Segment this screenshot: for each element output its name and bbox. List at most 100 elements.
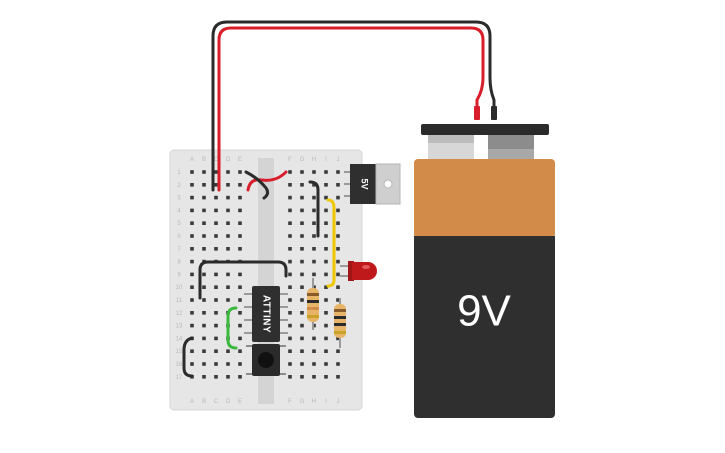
row-number: 14 — [176, 336, 183, 342]
breadboard-hole — [312, 247, 316, 251]
breadboard-hole — [202, 298, 206, 302]
breadboard-hole — [190, 208, 194, 213]
breadboard-hole — [312, 362, 316, 366]
breadboard-hole — [336, 259, 340, 264]
breadboard-hole — [214, 221, 218, 225]
row-number: 8 — [177, 260, 181, 266]
column-letter: E — [238, 399, 242, 405]
breadboard-hole — [238, 311, 242, 315]
breadboard-hole — [312, 221, 316, 225]
breadboard-hole — [238, 183, 242, 187]
jumper-wire-green — [226, 306, 238, 350]
push-button — [246, 344, 286, 376]
breadboard-hole — [336, 285, 340, 289]
row-number: 16 — [176, 362, 183, 368]
breadboard-hole — [214, 323, 218, 328]
breadboard-hole — [312, 170, 316, 174]
jumper-wire-black-regulator — [308, 180, 320, 238]
breadboard-hole — [324, 323, 328, 328]
breadboard-hole — [300, 259, 304, 264]
resistor-1 — [307, 278, 319, 330]
breadboard-hole — [226, 221, 230, 225]
battery-cap — [414, 159, 555, 238]
row-number: 13 — [176, 324, 183, 330]
chip-pins — [244, 293, 288, 334]
column-letter: C — [214, 399, 219, 405]
breadboard-hole — [202, 183, 206, 187]
column-letter: A — [190, 157, 194, 163]
breadboard-hole — [324, 208, 328, 213]
row-number: 1 — [177, 170, 181, 176]
row-number: 11 — [176, 298, 183, 304]
breadboard-hole — [214, 362, 218, 366]
breadboard-hole — [336, 234, 340, 238]
column-letter: H — [312, 399, 316, 405]
breadboard-hole — [190, 285, 194, 289]
breadboard-hole — [202, 195, 206, 200]
breadboard-hole — [202, 336, 206, 341]
breadboard-hole — [300, 349, 304, 353]
breadboard-hole — [214, 336, 218, 341]
breadboard-hole — [324, 362, 328, 366]
breadboard-hole — [238, 349, 242, 353]
breadboard-hole — [226, 183, 230, 187]
breadboard-hole — [312, 208, 316, 213]
breadboard-hole — [324, 183, 328, 187]
breadboard-hole — [238, 298, 242, 302]
regulator-body — [350, 164, 376, 204]
breadboard-hole — [300, 323, 304, 328]
breadboard-hole — [238, 362, 242, 366]
breadboard-hole — [190, 221, 194, 225]
battery-clip-leads — [474, 106, 497, 120]
jumper-wire-yellow — [326, 198, 336, 288]
breadboard-hole — [336, 208, 340, 213]
row-number: 7 — [177, 247, 181, 253]
breadboard-hole — [288, 183, 292, 187]
breadboard-hole — [288, 323, 292, 328]
breadboard-hole — [312, 234, 316, 238]
breadboard-hole — [214, 195, 218, 200]
breadboard-hole — [226, 195, 230, 200]
row-number: 3 — [177, 196, 181, 202]
breadboard-hole — [300, 375, 304, 379]
breadboard-hole — [324, 170, 328, 174]
battery-label: 9V — [457, 287, 511, 336]
breadboard-hole — [238, 323, 242, 328]
breadboard-hole — [226, 247, 230, 251]
column-letter: A — [190, 399, 194, 405]
column-letter: B — [202, 157, 206, 163]
battery-positive-wire — [217, 26, 485, 192]
breadboard-hole — [214, 298, 218, 302]
column-letter: E — [238, 157, 242, 163]
breadboard-hole — [190, 323, 194, 328]
breadboard-hole — [190, 349, 194, 353]
jumper-wire-black-cross — [244, 170, 270, 200]
breadboard-hole — [336, 221, 340, 225]
breadboard-hole — [324, 221, 328, 225]
breadboard-hole — [202, 285, 206, 289]
row-number: 5 — [177, 221, 181, 227]
column-letter: J — [337, 157, 340, 163]
row-number: 4 — [177, 208, 181, 214]
jumper-wire-red-cross — [246, 170, 288, 192]
breadboard-hole — [238, 285, 242, 289]
led-flange — [348, 261, 354, 281]
breadboard-hole — [336, 375, 340, 379]
breadboard-hole — [300, 208, 304, 213]
column-letter: D — [226, 157, 231, 163]
resistor-1-body — [307, 288, 319, 322]
breadboard-hole — [300, 195, 304, 200]
breadboard-hole — [238, 336, 242, 341]
breadboard-hole — [288, 336, 292, 341]
breadboard-hole — [238, 221, 242, 225]
column-letter: F — [288, 157, 292, 163]
breadboard-hole — [336, 170, 340, 174]
breadboard-hole — [214, 272, 218, 277]
breadboard-hole — [300, 234, 304, 238]
breadboard-hole — [312, 195, 316, 200]
breadboard-hole — [288, 234, 292, 238]
column-letter: F — [288, 399, 292, 405]
led-dome — [352, 262, 377, 280]
breadboard-hole — [288, 170, 292, 174]
